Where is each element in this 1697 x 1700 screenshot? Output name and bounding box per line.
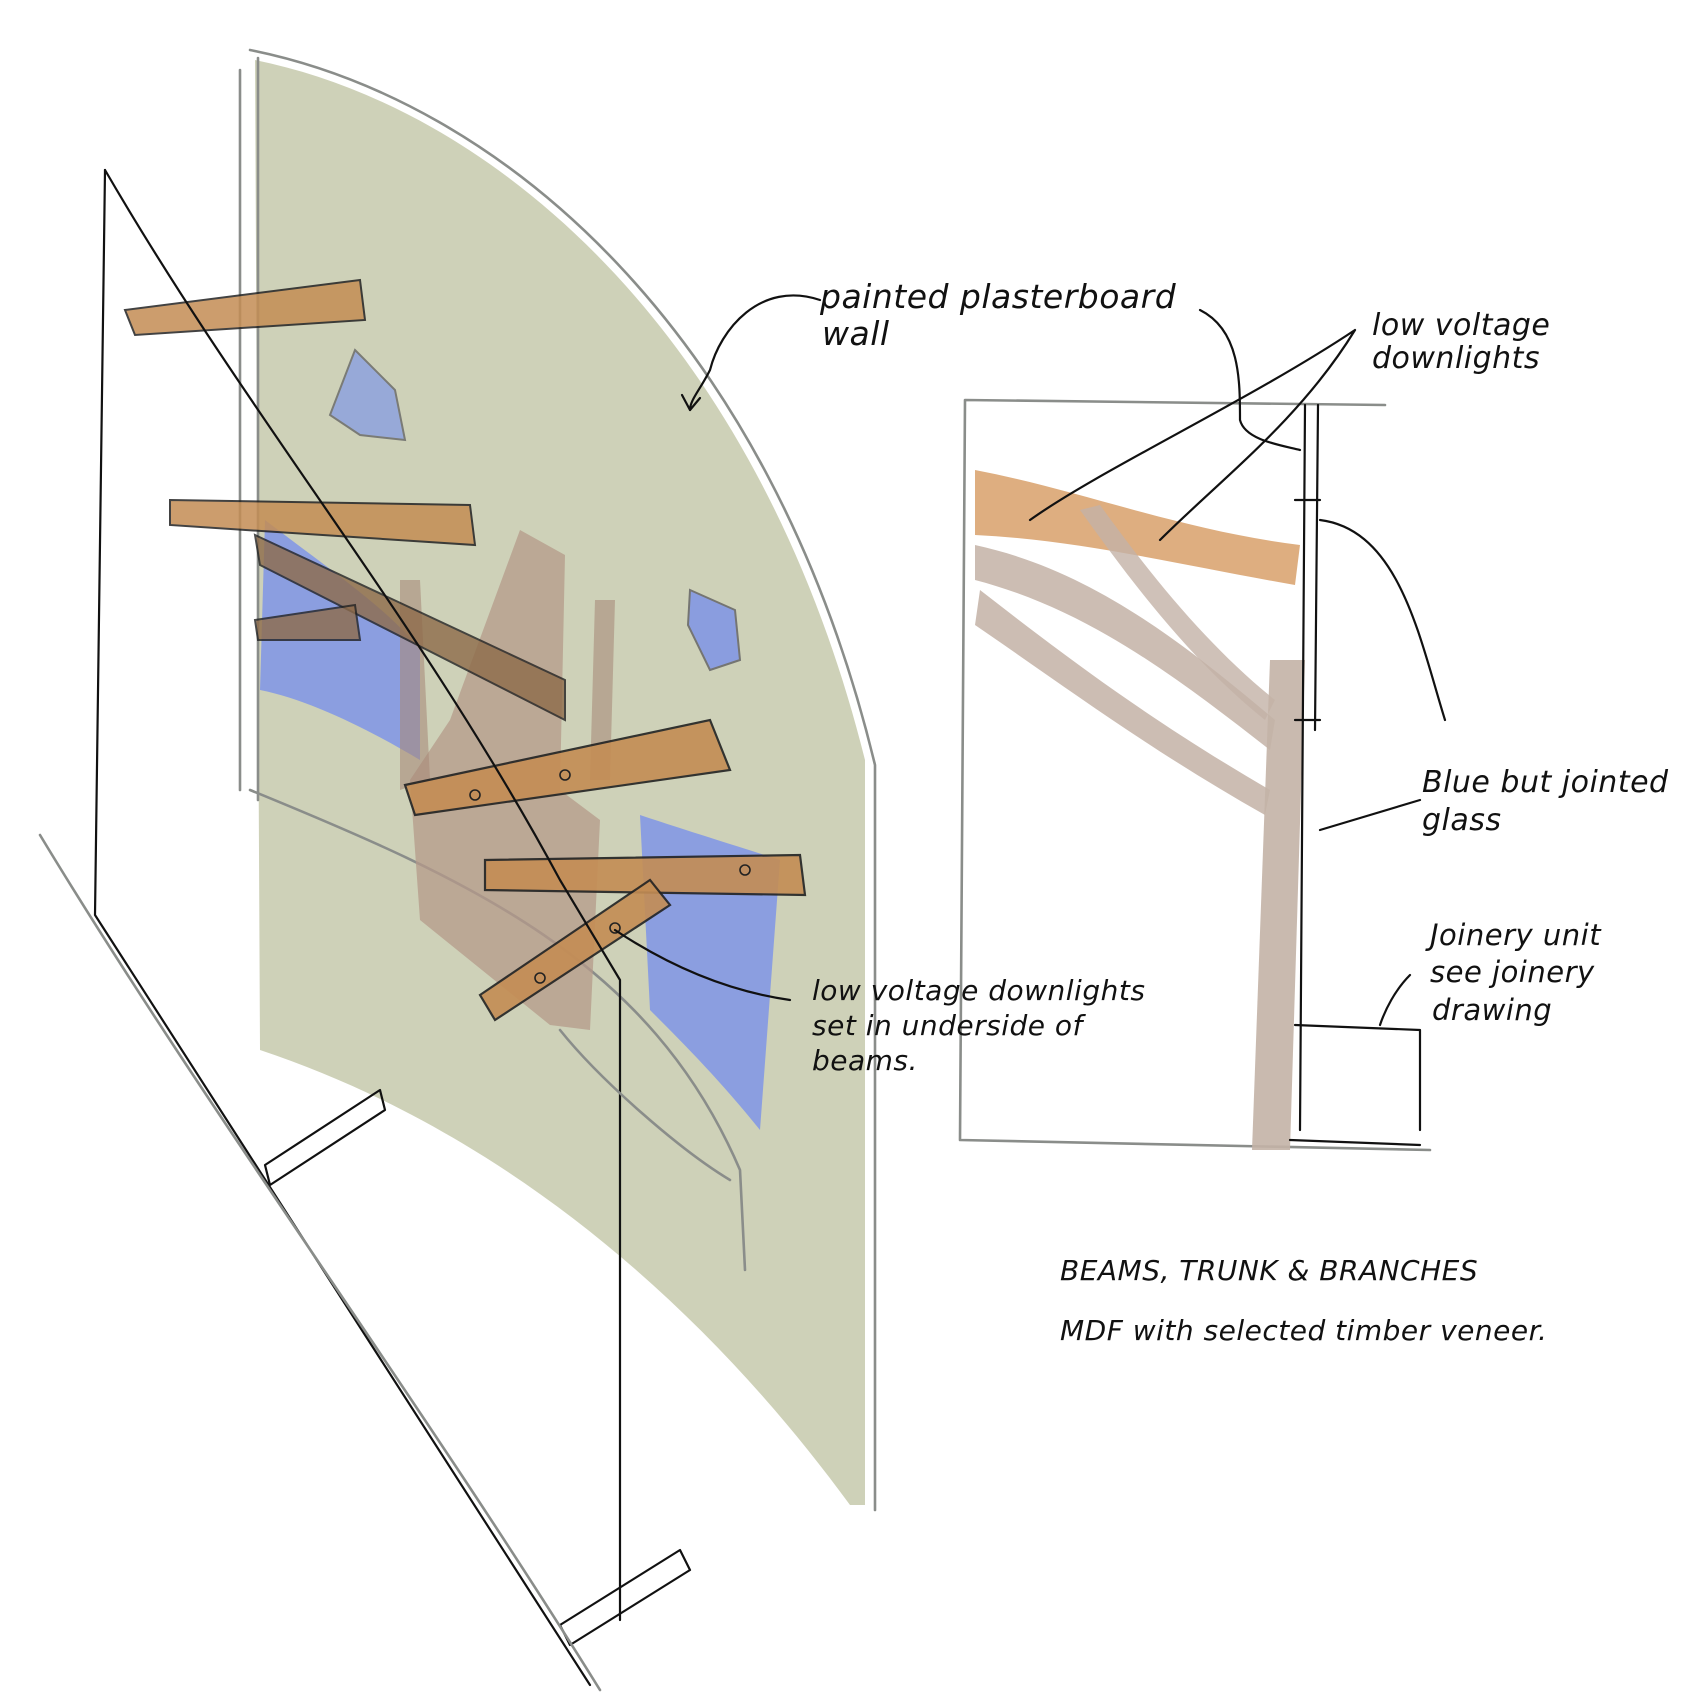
leader-downlights-top (1028, 328, 1357, 542)
leader-wall-arrow (680, 393, 702, 412)
downlights-top-line-1: low voltage (1372, 308, 1550, 343)
joinery-label-line-1: Joinery unit (1425, 918, 1602, 952)
downlight-mark-1 (469, 789, 481, 801)
pencil-stair-edge (558, 1028, 732, 1182)
timber-beam-2 (169, 498, 477, 547)
downlights-beams-line-3: beams. (812, 1044, 918, 1077)
downlights-beams-line-2: set in underside of (812, 1009, 1087, 1042)
glass-window-small-right (686, 588, 742, 672)
leader-glass (1318, 798, 1422, 832)
perspective-view (38, 48, 877, 1692)
ink-diagonal (103, 168, 622, 1622)
section-branch-2 (975, 590, 1270, 815)
section-branch-3 (1080, 505, 1275, 720)
wall-label-line-1: painted plasterboard (819, 277, 1177, 316)
ink-riser-2 (558, 1548, 692, 1647)
timber-beam-3-diagonal (253, 533, 566, 722)
glass-window-small-top (328, 348, 407, 442)
section-branch-1 (975, 545, 1275, 750)
leader-wall-label (688, 294, 822, 412)
leader-downlights-beams (613, 928, 792, 1002)
glass-label-line-1: Blue but jointed (1422, 765, 1669, 800)
downlight-mark-4 (609, 922, 621, 934)
leader-joinery (1378, 973, 1412, 1027)
materials-line-2: MDF with selected timber veneer. (1060, 1314, 1547, 1347)
timber-beam-7-diagonal (478, 878, 672, 1022)
leader-wall-to-section (1198, 308, 1302, 452)
joinery-label-line-2: see joinery (1430, 955, 1595, 989)
ink-outline-left (93, 168, 592, 1687)
section-glass-wall (1293, 403, 1322, 1132)
downlights-beams-line-1: low voltage downlights (812, 974, 1145, 1007)
section-joinery-unit (1288, 1023, 1422, 1147)
section-trunk (1252, 660, 1305, 1150)
downlights-top-line-2: downlights (1372, 341, 1540, 376)
wall-edge-outer (248, 48, 877, 1512)
section-frame (958, 398, 1432, 1152)
pencil-floor-line (38, 833, 602, 1692)
timber-beam-4 (253, 603, 362, 641)
downlight-mark-2 (559, 769, 571, 781)
timber-beam-1 (123, 278, 367, 337)
annotations: painted plasterboard wall low voltage do… (812, 277, 1669, 1347)
materials-line-1: BEAMS, TRUNK & BRANCHES (1060, 1254, 1478, 1287)
glass-label-line-2: glass (1422, 803, 1502, 838)
joinery-label-line-3: drawing (1432, 993, 1552, 1027)
timber-beam-6 (483, 853, 807, 897)
wall-label-line-2: wall (822, 314, 890, 353)
timber-branch-right (590, 600, 615, 780)
timber-beam-5 (403, 718, 732, 817)
leader-jamb (1318, 518, 1447, 722)
downlight-mark-5 (534, 972, 546, 984)
downlight-mark-3 (739, 864, 751, 876)
section-roof-beam (975, 470, 1300, 585)
ink-riser-1 (263, 1088, 387, 1187)
section-view (958, 308, 1447, 1152)
